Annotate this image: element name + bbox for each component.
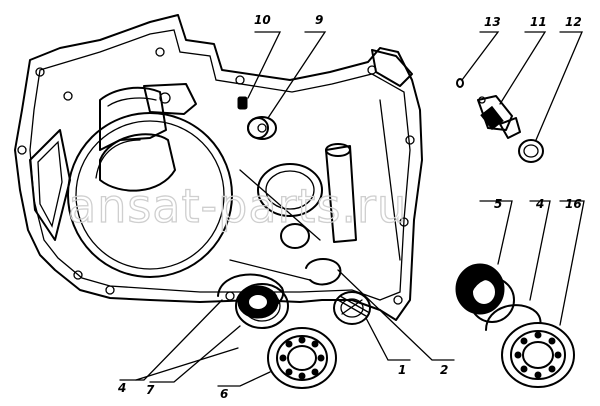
callout-label-7: 7 — [146, 383, 155, 397]
callout-label-9: 9 — [315, 13, 323, 27]
callout-label-6: 6 — [220, 387, 228, 401]
needle-bearing-part-1 — [333, 291, 371, 325]
callout-label-5: 5 — [494, 197, 502, 211]
bearing-part-6 — [267, 327, 337, 389]
gearbox-housing — [14, 14, 423, 321]
callout-label-11: 11 — [530, 15, 547, 29]
bearing-part-16 — [501, 322, 575, 388]
plug-part-10 — [237, 96, 248, 110]
callout-labels: 5 10 9 13 11 12 5 4 16 1 2 4 7 6 — [117, 13, 582, 401]
leader-lines — [119, 31, 585, 387]
callout-label-4-right: 4 — [535, 197, 544, 211]
callout-label-2: 2 — [440, 363, 448, 377]
callout-label-13: 13 — [484, 15, 501, 29]
circlip-part-2 — [305, 258, 342, 286]
callout-label-16: 16 — [565, 197, 582, 211]
watermark: ansat-parts.ru — [68, 179, 407, 233]
sensor-part-11 — [477, 95, 521, 139]
callout-label-12: 12 — [565, 15, 582, 29]
callout-label-10: 10 — [254, 13, 271, 27]
callout-label-4-left: 4 — [117, 381, 126, 395]
bolt-holes — [17, 47, 415, 305]
cap-part-9 — [247, 117, 269, 139]
callout-label-1: 1 — [398, 363, 406, 377]
o-ring-part-13 — [456, 78, 464, 88]
ring-small-left — [280, 223, 310, 249]
washer-part-12 — [518, 139, 544, 163]
seal-part-7 — [235, 283, 289, 329]
seal-part-5 — [455, 263, 515, 323]
